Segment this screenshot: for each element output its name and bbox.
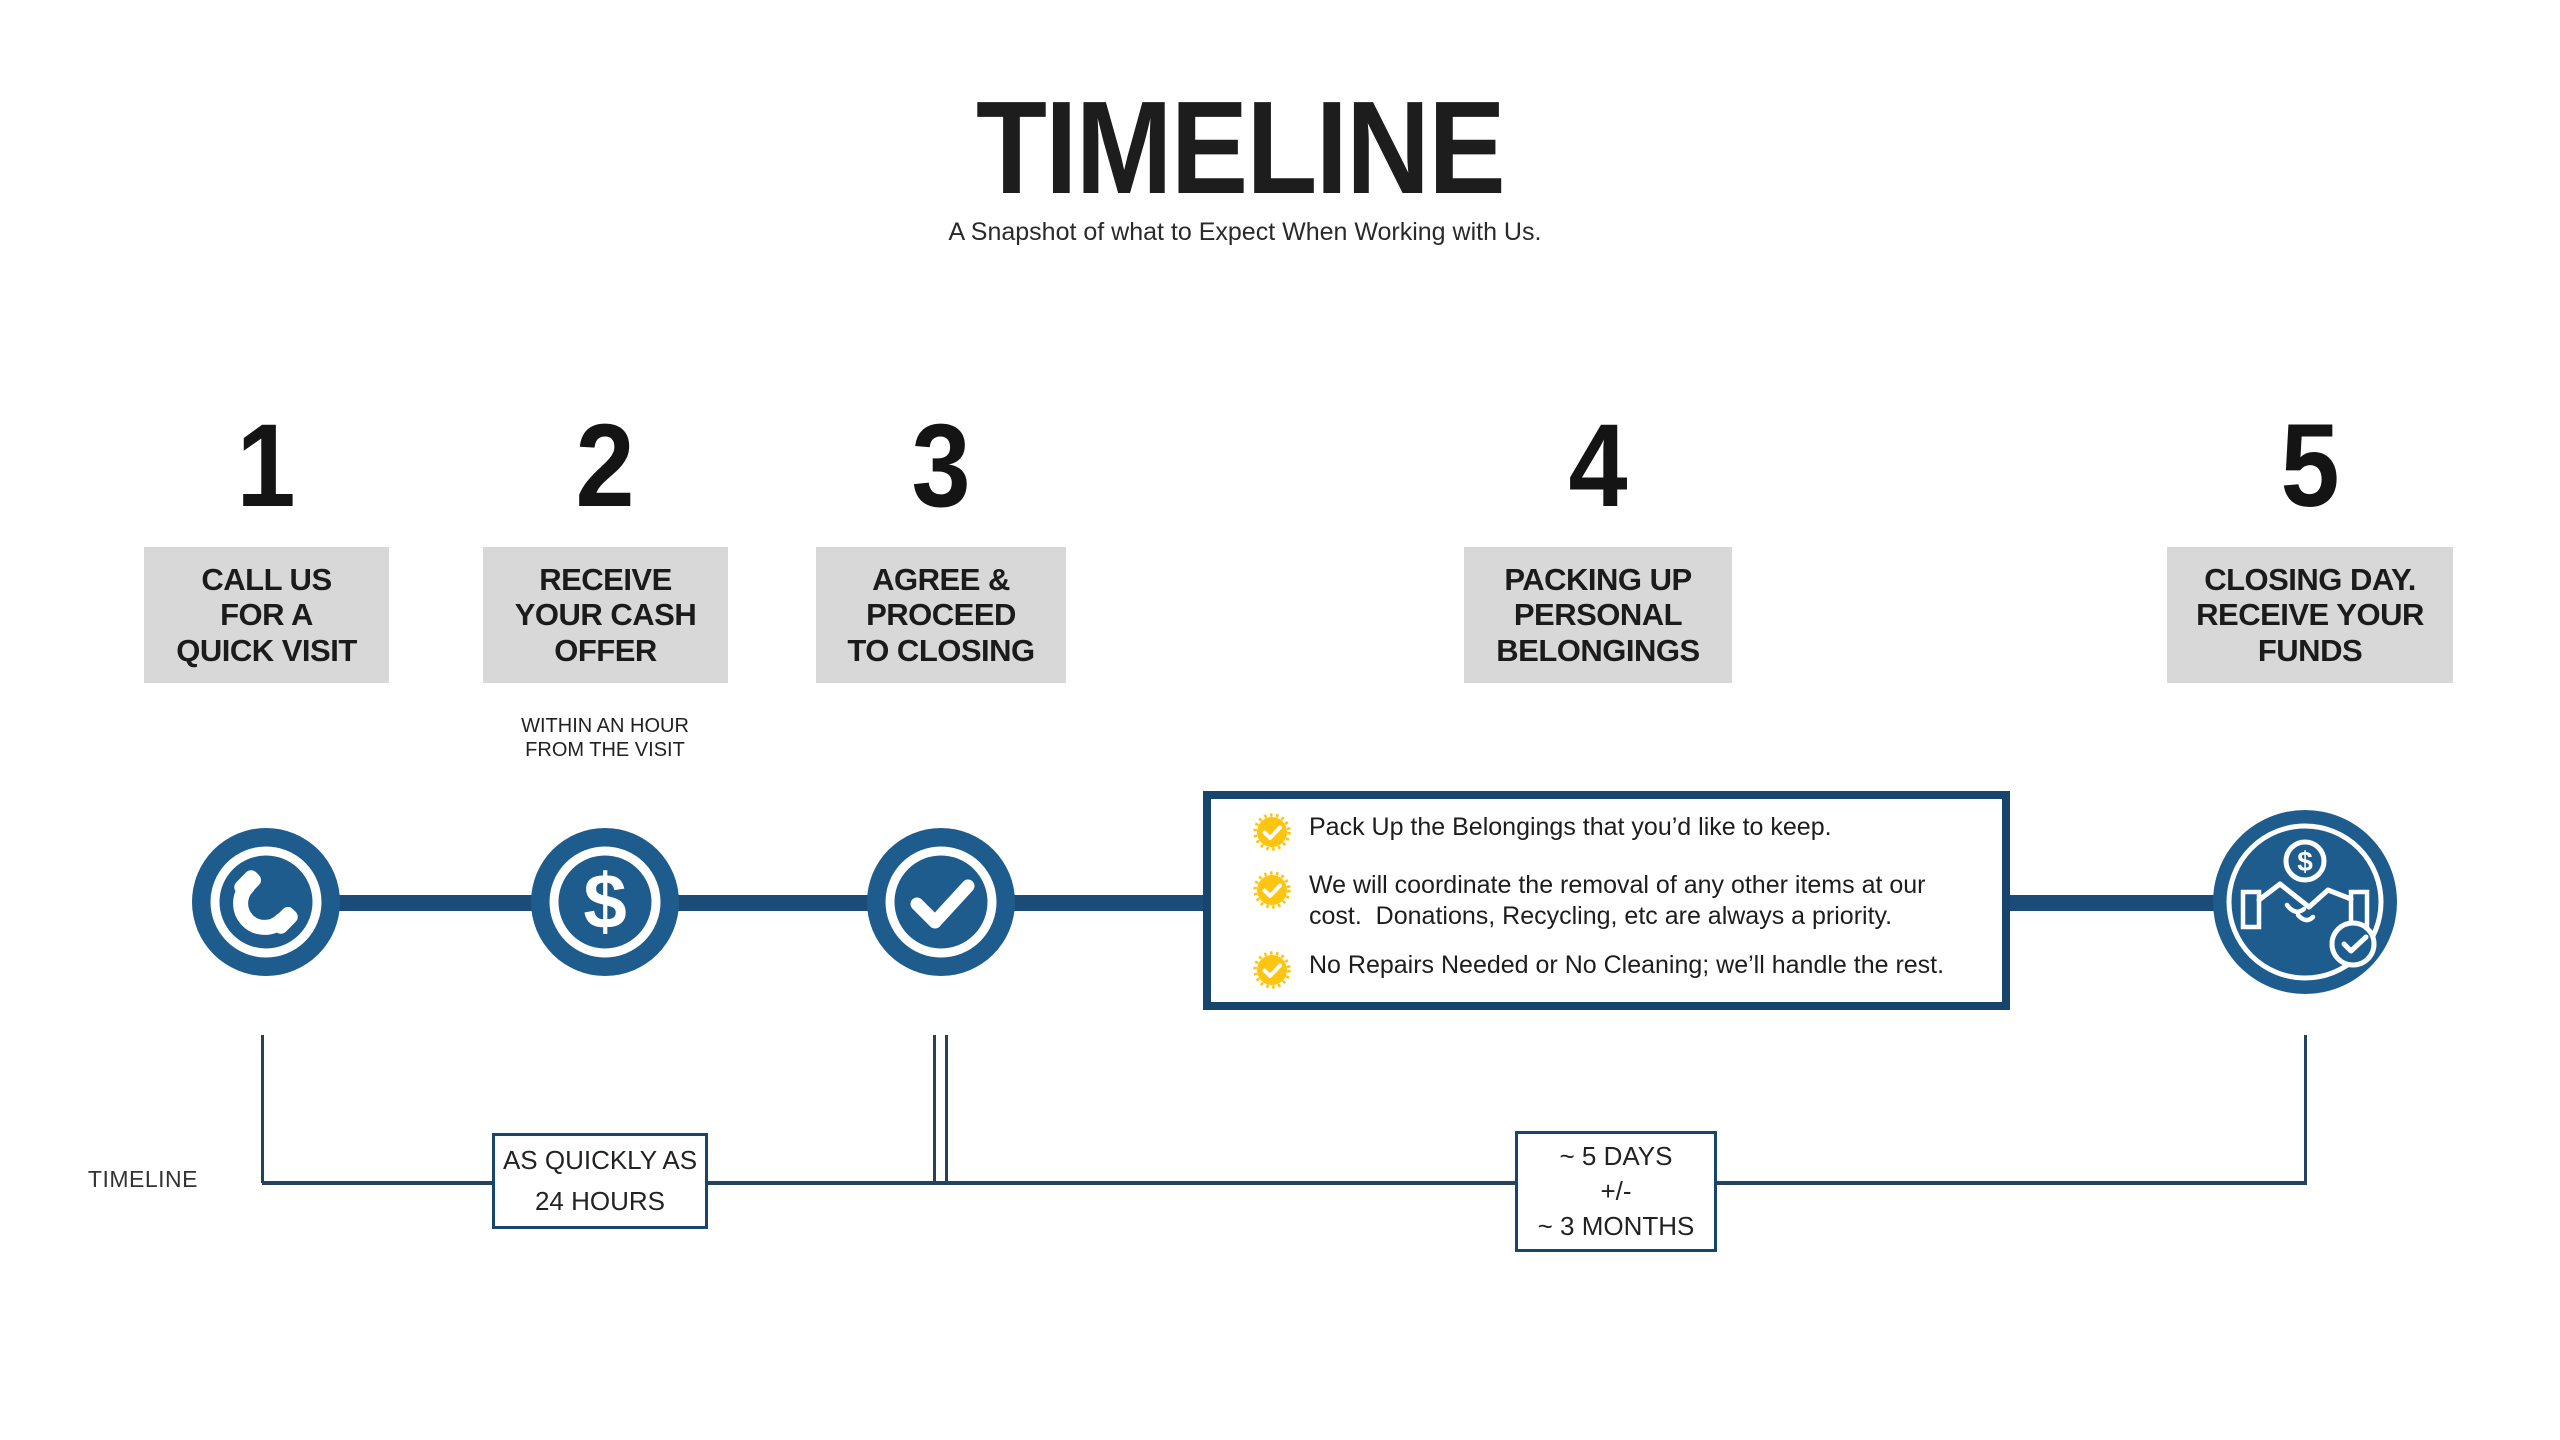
check-badge-icon bbox=[1253, 871, 1291, 909]
svg-text:$: $ bbox=[583, 857, 626, 945]
timeline-axis-label: TIMELINE bbox=[87, 1166, 198, 1192]
check-badge-icon bbox=[1253, 951, 1291, 989]
step-label-line: PACKING UP bbox=[1504, 562, 1692, 597]
step-number-4: 4 bbox=[1568, 400, 1628, 532]
step-number-5: 5 bbox=[2280, 400, 2340, 532]
bracket-line bbox=[945, 1035, 948, 1183]
step-number-1: 1 bbox=[236, 400, 296, 532]
step-number-3: 3 bbox=[911, 400, 971, 532]
detail-item: We will coordinate the removal of any ot… bbox=[1253, 870, 1976, 931]
step-label-line: FOR A bbox=[220, 597, 313, 633]
duration-box-5-days: ~ 5 DAYS +/- ~ 3 MONTHS bbox=[1515, 1131, 1717, 1252]
details-box: Pack Up the Belongings that you’d like t… bbox=[1203, 791, 2010, 1010]
bracket-line bbox=[2304, 1035, 2307, 1183]
step-label-line: TO CLOSING bbox=[847, 632, 1035, 668]
detail-text: Pack Up the Belongings that you’d like t… bbox=[1309, 813, 1832, 841]
step-label-line: PERSONAL bbox=[1513, 597, 1683, 633]
duration-line: ~ 5 DAYS bbox=[1559, 1141, 1673, 1171]
step-number-2: 2 bbox=[575, 400, 635, 532]
phone-icon bbox=[192, 828, 340, 981]
duration-line: 24 HOURS bbox=[534, 1186, 666, 1216]
duration-box-24-hours: AS QUICKLY AS 24 HOURS bbox=[492, 1133, 708, 1229]
step-label-line: CALL US bbox=[201, 562, 332, 597]
step-label-box-2: RECEIVE YOUR CASH OFFER bbox=[483, 547, 728, 683]
duration-line: AS QUICKLY AS bbox=[502, 1145, 698, 1175]
step-label-line: YOUR CASH bbox=[514, 597, 697, 633]
step-note-line: WITHIN AN HOUR bbox=[521, 715, 689, 737]
step-label-line: FUNDS bbox=[2257, 632, 2363, 668]
check-badge-icon bbox=[1253, 813, 1291, 851]
bracket-line bbox=[933, 1035, 936, 1183]
svg-text:$: $ bbox=[2297, 846, 2313, 877]
check-icon bbox=[867, 828, 1015, 981]
detail-text: No Repairs Needed or No Cleaning; we’ll … bbox=[1309, 951, 1945, 979]
step-label-line: RECEIVE YOUR bbox=[2196, 597, 2424, 633]
step-label-line: AGREE & bbox=[872, 562, 1010, 597]
bracket-line bbox=[261, 1035, 264, 1183]
detail-item: Pack Up the Belongings that you’d like t… bbox=[1253, 812, 1976, 851]
step-2-note: WITHIN AN HOUR FROM THE VISIT bbox=[445, 714, 765, 762]
step-label-line: QUICK VISIT bbox=[176, 632, 357, 668]
page-title: TIMELINE bbox=[976, 74, 1506, 221]
step-label-box-1: CALL US FOR A QUICK VISIT bbox=[144, 547, 389, 683]
duration-line: ~ 3 MONTHS bbox=[1537, 1211, 1695, 1241]
step-label-line: CLOSING DAY. bbox=[2204, 562, 2416, 597]
step-note-line: FROM THE VISIT bbox=[525, 739, 685, 761]
step-label-line: PROCEED bbox=[866, 597, 1016, 633]
page-subtitle: A Snapshot of what to Expect When Workin… bbox=[948, 218, 1542, 246]
step-label-box-5: CLOSING DAY. RECEIVE YOUR FUNDS bbox=[2167, 547, 2453, 683]
handshake-icon: $ bbox=[2213, 810, 2397, 999]
duration-line: +/- bbox=[1600, 1176, 1632, 1206]
bracket-line-horizontal bbox=[262, 1181, 2307, 1185]
step-label-box-4: PACKING UP PERSONAL BELONGINGS bbox=[1464, 547, 1732, 683]
detail-item: No Repairs Needed or No Cleaning; we’ll … bbox=[1253, 950, 1976, 989]
step-label-box-3: AGREE & PROCEED TO CLOSING bbox=[816, 547, 1066, 683]
detail-text: We will coordinate the removal of any ot… bbox=[1309, 871, 1933, 930]
step-label-line: OFFER bbox=[554, 632, 657, 668]
dollar-icon: $ bbox=[531, 828, 679, 981]
step-label-line: RECEIVE bbox=[539, 562, 672, 597]
step-label-line: BELONGINGS bbox=[1496, 632, 1700, 668]
